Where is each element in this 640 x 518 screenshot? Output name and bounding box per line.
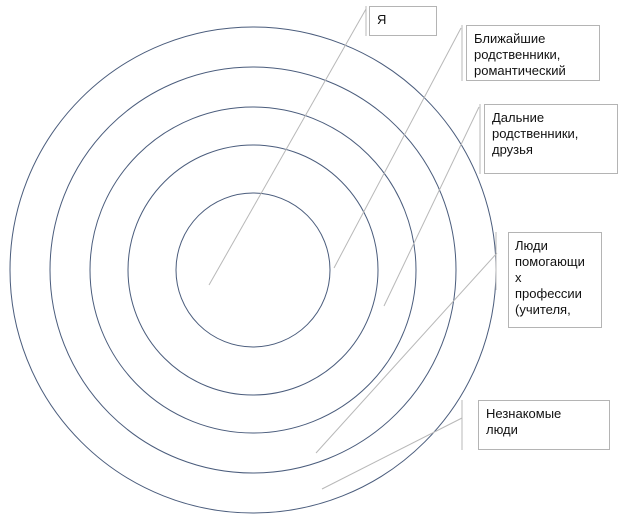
label-close-relatives-text: Ближайшие родственники, романтический bbox=[474, 31, 566, 78]
label-distant-relatives-text: Дальние родственники, друзья bbox=[492, 110, 579, 157]
circle-helpers bbox=[49, 66, 457, 474]
circle-far bbox=[89, 106, 417, 434]
label-me: Я bbox=[369, 6, 437, 36]
label-strangers: Незнакомые люди bbox=[478, 400, 610, 450]
leader-line-me bbox=[208, 8, 367, 286]
label-close-relatives: Ближайшие родственники, романтический bbox=[466, 25, 600, 81]
circle-close bbox=[127, 144, 379, 396]
leader-line-helpers bbox=[315, 252, 498, 454]
label-helping-professions: Люди помогающи х профессии (учителя, bbox=[508, 232, 602, 328]
leader-line-strangers bbox=[321, 417, 463, 490]
label-strangers-text: Незнакомые люди bbox=[486, 406, 562, 437]
label-helping-professions-text: Люди помогающи х профессии (учителя, bbox=[515, 238, 585, 317]
leader-line-far bbox=[383, 106, 480, 307]
circle-me bbox=[175, 192, 331, 348]
label-distant-relatives: Дальние родственники, друзья bbox=[484, 104, 618, 174]
label-me-text: Я bbox=[377, 12, 387, 27]
leader-line-close bbox=[333, 27, 462, 269]
